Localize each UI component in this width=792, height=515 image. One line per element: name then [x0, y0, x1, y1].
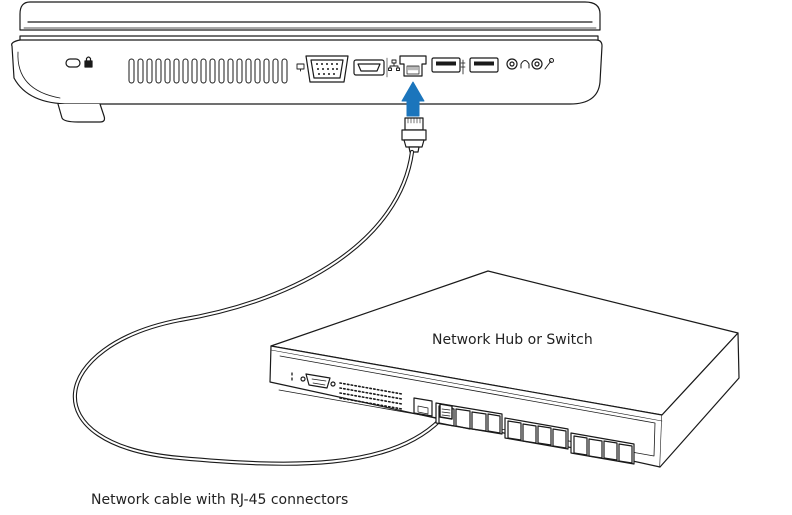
hub-port-group-3	[570, 432, 635, 465]
monitor-icon	[296, 63, 305, 72]
hub-serial-port	[300, 373, 336, 389]
hub-vent-holes	[339, 382, 403, 410]
security-slot	[65, 58, 81, 68]
usb-port-2	[469, 57, 499, 73]
usb-port-1	[431, 57, 461, 73]
network-cable	[72, 149, 443, 466]
vga-port	[305, 55, 349, 83]
hub-uplink-port	[413, 397, 433, 417]
lan-port	[399, 55, 427, 77]
headphone-jack	[506, 58, 518, 70]
headphone-icon	[520, 60, 530, 69]
padlock-icon	[84, 56, 93, 68]
hdmi-port	[353, 57, 388, 78]
laptop-side	[11, 1, 603, 123]
hub-label: Network Hub or Switch	[432, 332, 593, 348]
network-icon	[388, 59, 400, 71]
microphone-icon	[544, 58, 554, 70]
insert-direction-arrow	[401, 81, 425, 117]
rj45-connector-laptop	[401, 117, 427, 153]
microphone-jack	[531, 58, 543, 70]
ventilation-slots	[128, 58, 288, 84]
rj45-connector-hub	[439, 403, 453, 420]
usb-icon	[460, 59, 466, 75]
cable-label: Network cable with RJ-45 connectors	[91, 492, 349, 508]
hub-port-group-2	[504, 417, 569, 450]
